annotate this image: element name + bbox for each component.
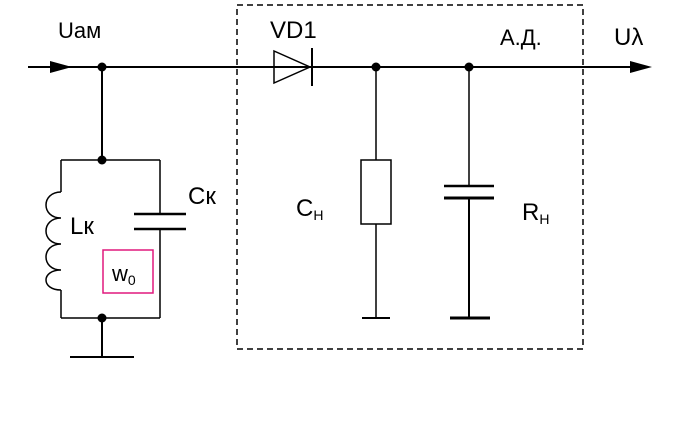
load-resistor-label: RН — [522, 199, 549, 227]
inductor-coil — [45, 191, 62, 291]
load-capacitor-label: CН — [296, 195, 323, 223]
load-resistor-body — [360, 159, 392, 225]
input-voltage-label: Uам — [58, 18, 101, 43]
load-capacitor-branch — [444, 67, 494, 320]
load-resistor-branch — [360, 67, 392, 319]
loop-capacitor-label: Cк — [188, 183, 216, 210]
output-voltage-label: Uλ — [614, 24, 643, 51]
output-arrow — [630, 61, 652, 73]
detector-block-label: А.Д. — [500, 25, 542, 50]
tank-circuit — [45, 67, 186, 358]
resonant-frequency-box — [102, 249, 154, 294]
resonant-frequency-label: w0 — [111, 261, 136, 288]
diode-label: VD1 — [270, 17, 317, 44]
diode-symbol — [273, 48, 313, 86]
loop-inductor-label: Lк — [70, 213, 94, 240]
detector-block-frame — [236, 4, 584, 350]
